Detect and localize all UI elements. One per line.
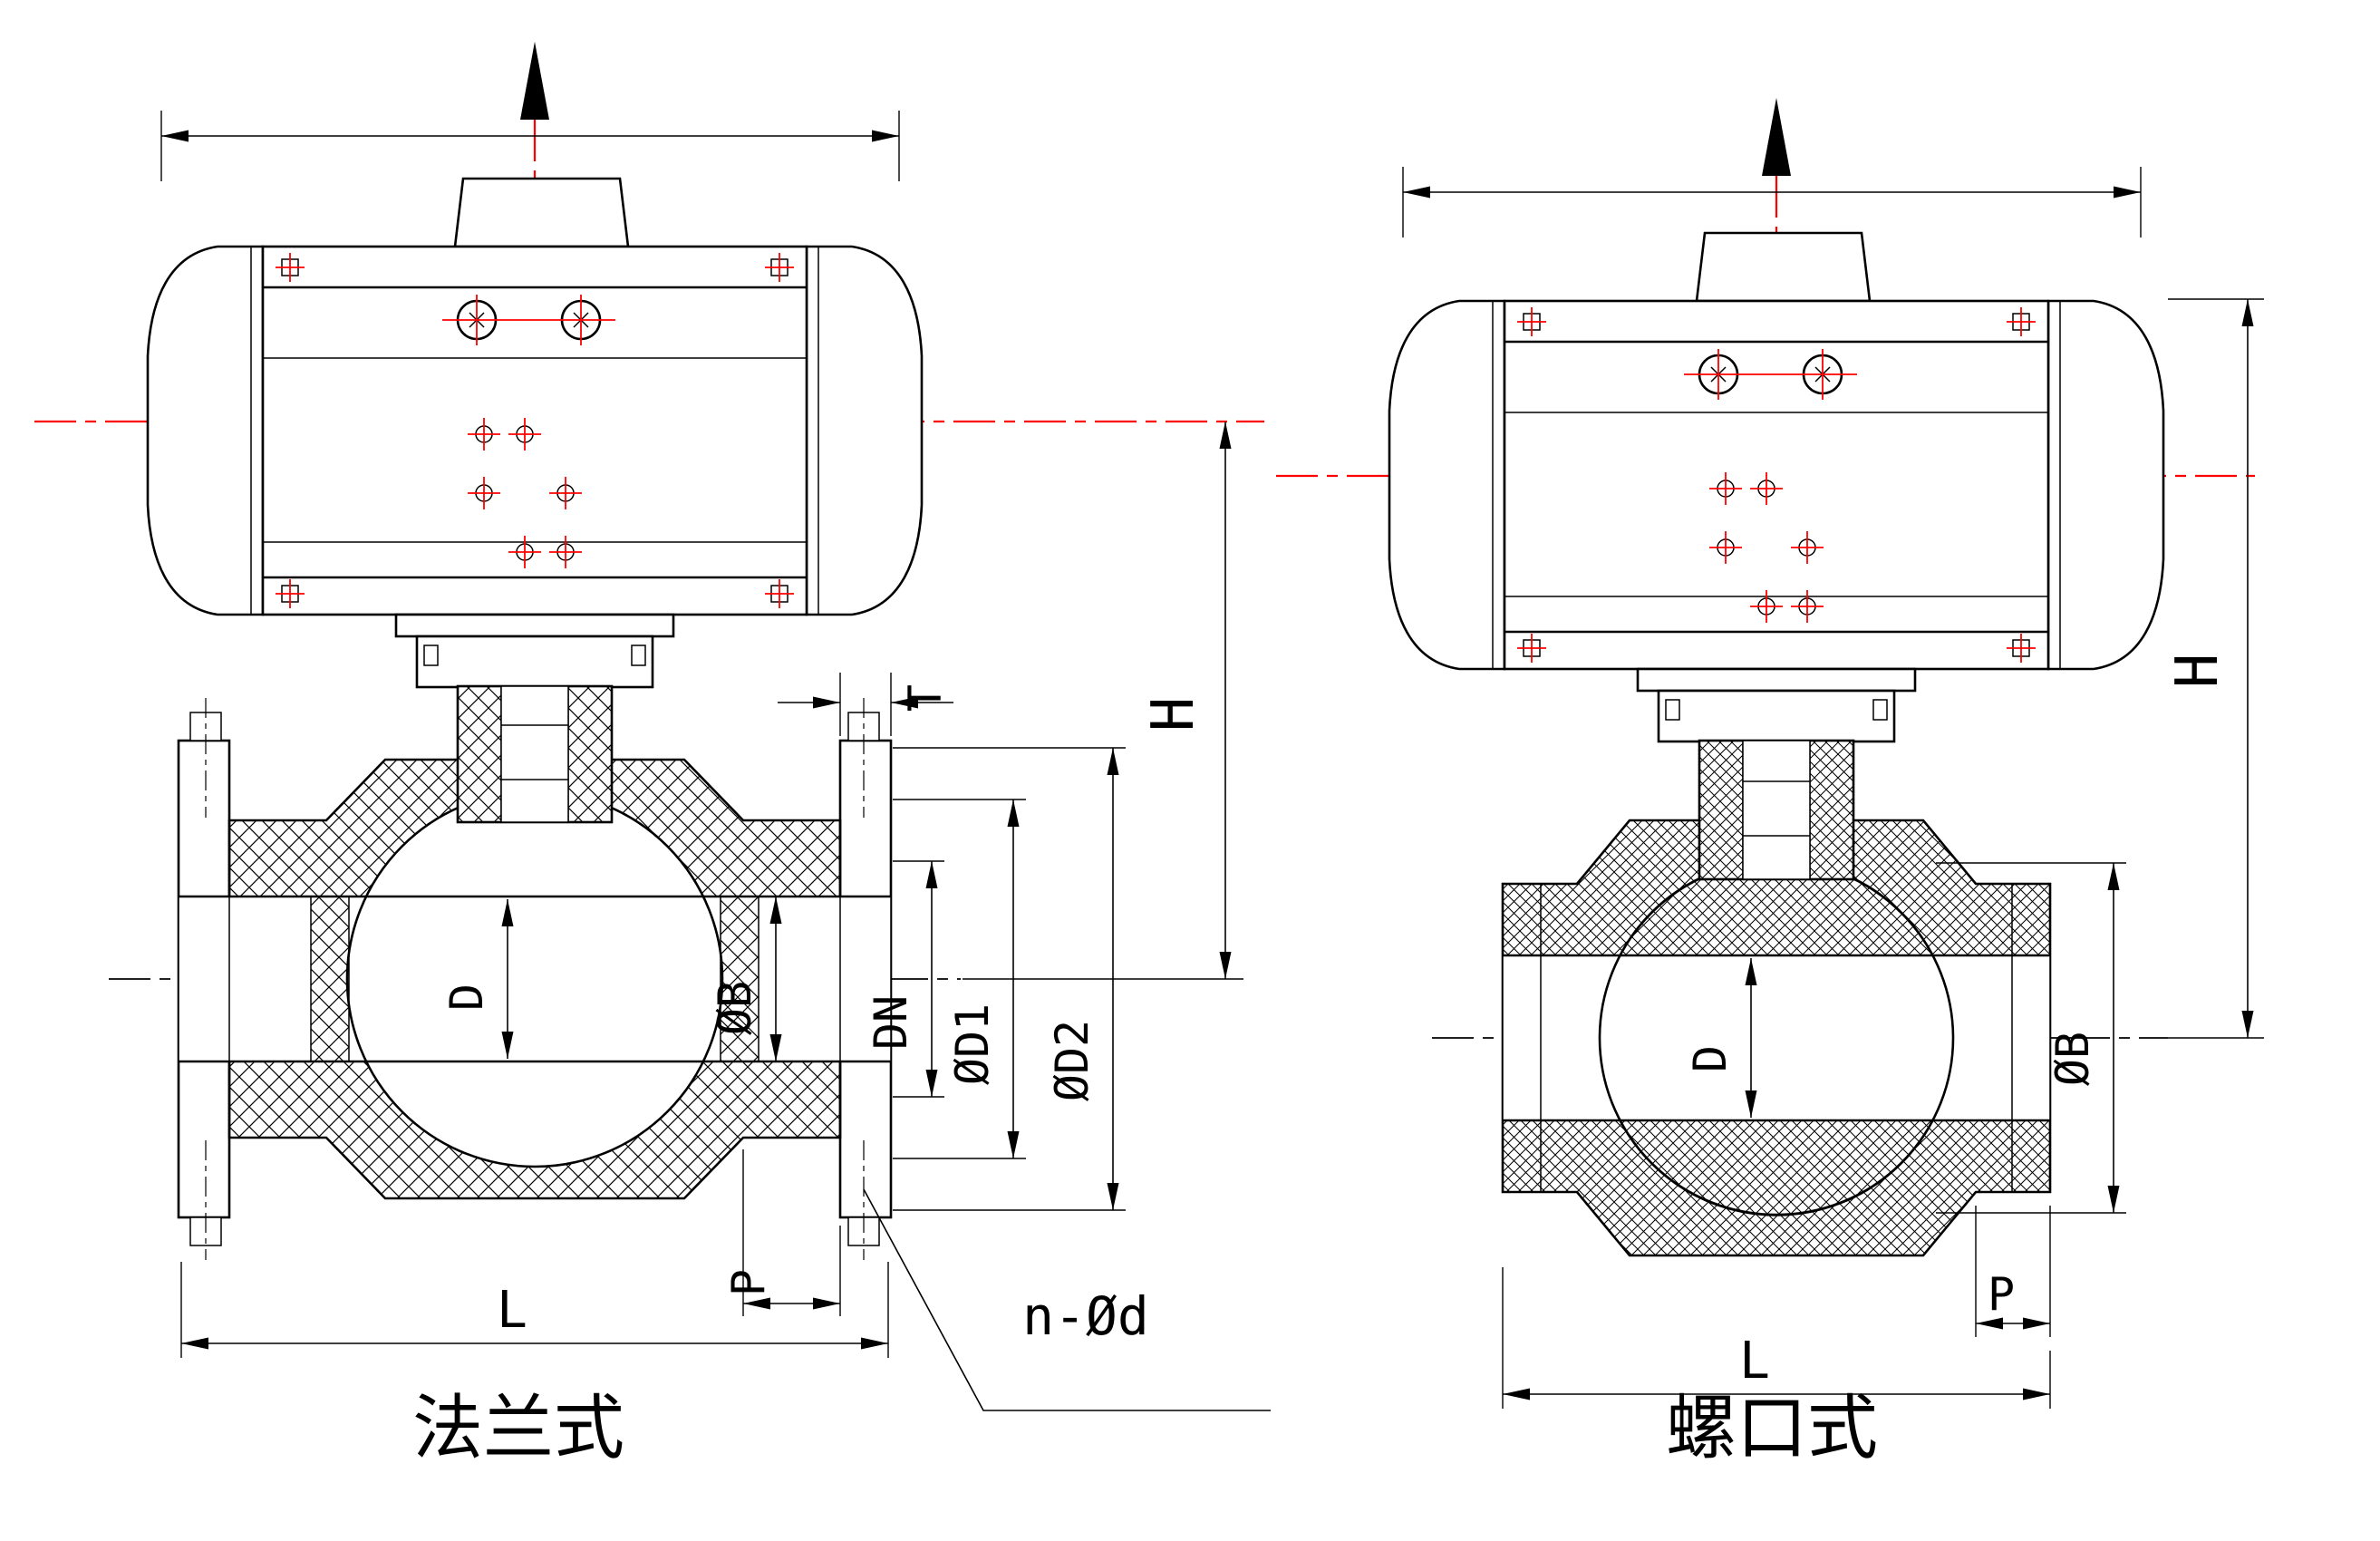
section-arrow-icon <box>520 42 549 120</box>
dim-D-right: D <box>1684 958 1757 1118</box>
dim-P-left: P <box>722 1149 841 1316</box>
section-arrow-icon <box>1762 98 1791 176</box>
left-valve-stem <box>456 684 614 824</box>
dim-B-left: ØB <box>709 896 782 1061</box>
dim-P-right: P <box>1975 1206 2051 1337</box>
dim-label-b-left: ØB <box>709 981 761 1035</box>
dim-L-right: L <box>1502 1267 2051 1409</box>
dim-label-d-right: D <box>1684 1045 1737 1072</box>
dim-label-b-right: ØB <box>2046 1032 2099 1086</box>
dim-D1: ØD1 <box>893 799 1026 1159</box>
right-view-caption: 螺口式 <box>1666 1388 1878 1469</box>
dim-label-l-left: L <box>497 1281 527 1340</box>
dim-label-h-left: H <box>1140 697 1207 732</box>
right-valve-stem <box>1698 739 1855 881</box>
dim-label-p-right: P <box>1988 1268 2015 1321</box>
dim-label-l-right: L <box>1739 1332 1770 1391</box>
dim-D-left: D <box>440 899 514 1059</box>
right-view-threaded-valve: H D ØB P L 螺口式 <box>1276 98 2264 1469</box>
left-view-caption: 法兰式 <box>412 1388 624 1469</box>
dim-label-d-left: D <box>440 984 493 1011</box>
dim-label-h-right: H <box>2164 654 2231 689</box>
dim-DN: DN <box>865 860 944 1098</box>
dim-label-dn: DN <box>865 995 917 1050</box>
left-actuator-width-dim <box>160 111 900 181</box>
seat-ring-right <box>720 896 759 1062</box>
bolt-holes-callout: n-Ød <box>863 1188 1271 1411</box>
right-actuator-width-dim <box>1402 167 2142 237</box>
ball-bottom-section <box>1618 1119 1935 1216</box>
right-valve-body <box>1501 819 2052 1257</box>
seat-ring-left <box>310 896 350 1062</box>
dim-label-t: T <box>899 684 952 712</box>
dim-T: T <box>778 673 953 736</box>
dim-B-right: ØB <box>1936 862 2126 1214</box>
dim-label-p-left: P <box>722 1269 775 1296</box>
left-valve-body <box>177 698 893 1260</box>
dim-H-right: H <box>2164 298 2264 1039</box>
dim-label-d1: ØD1 <box>946 1003 999 1085</box>
dim-label-d2: ØD2 <box>1046 1020 1098 1101</box>
left-actuator <box>146 177 924 689</box>
ball <box>345 790 724 1168</box>
dim-L-left: L <box>180 1262 889 1358</box>
leader-line <box>863 1188 1271 1411</box>
dim-D2: ØD2 <box>893 747 1126 1211</box>
left-view-flanged-valve: T H D ØB DN ØD1 <box>34 42 1271 1469</box>
right-actuator <box>1388 231 2165 743</box>
bolt-holes-label: n-Ød <box>1022 1285 1149 1347</box>
